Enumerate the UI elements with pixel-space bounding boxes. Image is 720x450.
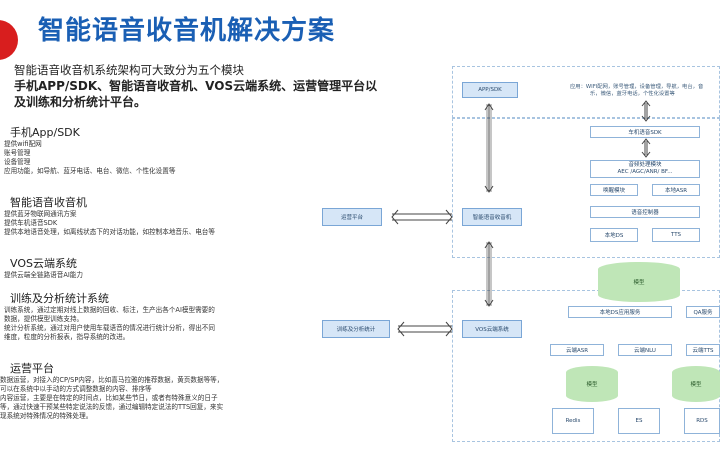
section-vos: VOS云端系统 提供云端全链路语音AI能力 [4,257,83,280]
section-line: 维度，粒度的分析报表，指导系统的改进。 [4,333,130,341]
section-line: 提供云端全链路语音AI能力 [4,271,83,279]
intro-block: 智能语音收音机系统架构可大致分为五个模块 手机APP/SDK、智能语音收音机、V… [14,62,434,110]
model-cylinder-right: 模型 [672,366,720,402]
section-training: 训练及分析统计系统 训练系统，通过定期对线上数据的回收、标注，生产出各个AI模型… [4,292,215,342]
vos-cloud-box: VOS云端系统 [462,320,522,338]
intro-line-1: 智能语音收音机系统架构可大致分为五个模块 [14,63,244,77]
local-ds-box: 本地DS [590,228,638,242]
local-asr-box: 本地ASR [652,184,700,196]
section-line: 提供蓝牙物联网通讯方案 [4,210,77,218]
train-stat-box: 训练及分析统计 [322,320,390,338]
audio-algos-label: AEC /AGC/ANR/ BF... [617,169,673,175]
section-line: 现系统对特殊情况的特殊处理。 [0,412,93,420]
es-box: ES [618,408,660,434]
section-line: 设备管理 [4,158,31,166]
cloud-nlu-box: 云端NLU [618,344,672,356]
section-ops: 运营平台 数据运营，对接入的CP/SP内容，比如喜马拉雅的推荐数据，黄页数据等等… [0,362,223,421]
arrow-ops-radio [391,209,453,225]
intro-line-2: 手机APP/SDK、智能语音收音机、VOS云端系统、运营管理平台以 [14,79,378,93]
audio-module-label: 音频处理模块 [628,162,662,168]
car-sdk-box: 车机语音SDK [590,126,700,138]
section-heading: 运营平台 [10,362,54,375]
arrow-radio-cloud [484,241,494,307]
app-desc-1: 应用：WIFI配网，账号管理，设备管理，导航，电台，音 [570,84,704,90]
tts-box: TTS [652,228,700,242]
section-line: 数据运营，对接入的CP/SP内容，比如喜马拉雅的推荐数据，黄页数据等等， [0,376,224,384]
app-desc-2: 乐，微信，蓝牙电话，个性化设置等 [590,91,675,97]
redis-box: Redis [552,408,594,434]
audio-module-box: 音频处理模块 AEC /AGC/ANR/ BF... [590,160,700,178]
page-title: 智能语音收音机解决方案 [38,16,336,46]
model-cylinder-left: 模型 [566,366,618,402]
section-line: 账号管理 [4,149,31,157]
arrow-app-radio [484,103,494,193]
qa-service-box: QA服务 [686,306,720,318]
section-line: 训练系统，通过定期对线上数据的回收、标注，生产出各个AI模型需要的 [4,306,215,314]
section-heading: 智能语音收音机 [10,196,87,209]
wakeup-box: 唤醒模块 [590,184,638,196]
cloud-asr-box: 云端ASR [550,344,604,356]
model-cylinder-top: 模型 [598,262,680,302]
section-heading: VOS云端系统 [10,257,77,270]
voice-controller-box: 语音控制器 [590,206,700,218]
radio-box: 智能语音收音机 [462,208,522,226]
decorative-red-circle [0,20,18,60]
section-line: 提供本地语音处理，如离线状态下的对话功能，如控制本地音乐、电台等 [4,228,215,236]
ops-platform-box: 运营平台 [322,208,382,226]
section-line: 内容运营，主要是在特定的时间点，比如某些节日，或者有特殊意义的日子 [0,394,218,402]
intro-line-3: 及训练和分析统计平台。 [14,95,147,109]
section-app-sdk: 手机App/SDK 提供wifi配网 账号管理 设备管理 应用功能，如导航、蓝牙… [4,126,175,176]
section-heading: 训练及分析统计系统 [10,292,109,305]
section-radio: 智能语音收音机 提供蓝牙物联网通讯方案 提供车机语音SDK 提供本地语音处理，如… [4,196,215,237]
section-line: 应用功能，如导航、蓝牙电话、电台、微信、个性化设置等 [4,167,176,175]
section-heading: 手机App/SDK [10,126,80,139]
app-sdk-box: APP/SDK [462,82,518,98]
arrow-app-sdk [641,100,651,122]
arrow-sdk-audio [641,138,651,158]
local-ds-service-box: 本地DS应用服务 [568,306,672,318]
section-line: 等，通过快速干预某些特定说法的反馈，通过编辑特定说法的TTS回复，来实 [0,403,224,411]
section-line: 提供车机语音SDK [4,219,58,227]
section-line: 可以在系统中以手动的方式调整数据的内容、排序等 [0,385,152,393]
section-line: 提供wifi配网 [4,140,42,148]
arrow-train-vos [397,321,453,337]
section-line: 统计分析系统，通过对用户使用车载语音的情况进行统计分析，得出不同 [4,324,215,332]
section-line: 数据，提供模型训练支持。 [4,315,84,323]
